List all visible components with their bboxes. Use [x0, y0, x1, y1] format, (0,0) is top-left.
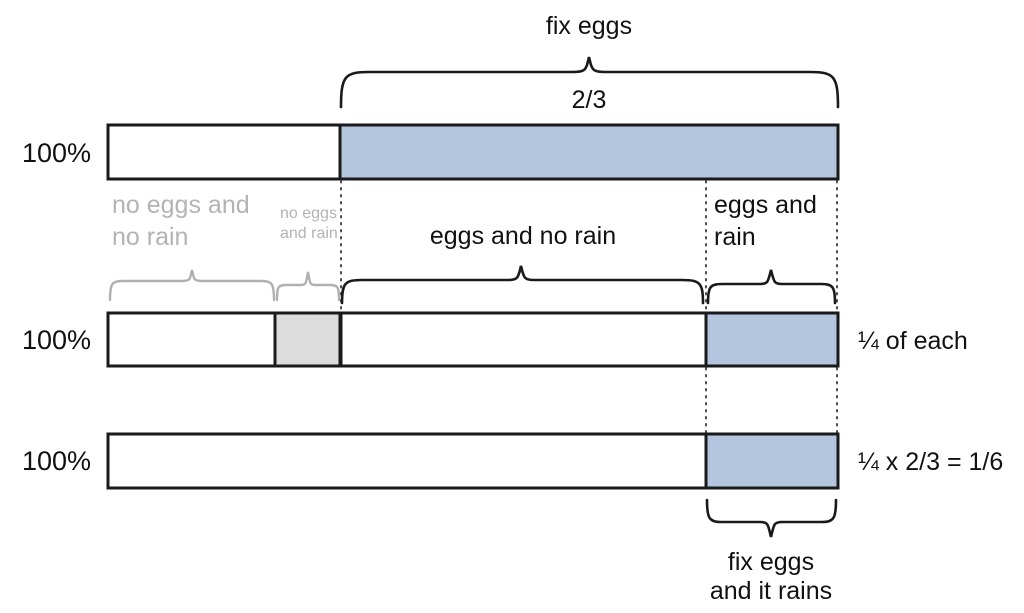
top-brace-group: fix eggs 2/3 [339, 12, 840, 114]
brace-fix-eggs-and-it-rains [705, 498, 838, 538]
brace-fix-eggs [339, 56, 840, 109]
row-1-segment-no-eggs [106, 123, 342, 181]
row-3-segment-other [106, 432, 708, 490]
label-no-eggs-and-rain-line1: no eggs [280, 205, 337, 222]
guide-lines [340, 180, 838, 434]
label-eggs-and-rain-line2: rain [714, 223, 756, 251]
brace-eggs-and-rain [706, 269, 837, 305]
row-2-segment-eggs-and-rain [704, 311, 840, 368]
row-3-right-label: ¼ x 2/3 = 1/6 [858, 448, 1003, 476]
row-2-segment-eggs-and-no-rain [338, 311, 708, 368]
row-2-right-label: ¼ of each [858, 327, 968, 355]
brace-no-eggs-no-rain [108, 269, 276, 302]
label-eggs-and-rain-line1: eggs and [714, 191, 817, 219]
row-2: 100% ¼ of each [22, 311, 968, 368]
label-bottom-line2: and it rains [710, 577, 832, 605]
row-1-axis-label: 100% [22, 138, 91, 168]
brace-no-eggs-and-rain [275, 271, 341, 302]
label-no-eggs-no-rain-line2: no rain [112, 223, 188, 251]
label-no-eggs-no-rain-line1: no eggs and [112, 191, 250, 219]
black-category-group: eggs and no rain eggs and rain [340, 191, 837, 305]
gray-category-group: no eggs and no rain no eggs and rain [108, 191, 341, 302]
row-2-segment-no-eggs-no-rain [106, 311, 277, 368]
label-fix-eggs: fix eggs [546, 12, 632, 40]
label-fraction-two-thirds: 2/3 [572, 86, 607, 114]
row-2-segment-no-eggs-and-rain [273, 311, 342, 368]
label-no-eggs-and-rain-line2: and rain [280, 225, 338, 242]
brace-eggs-and-no-rain [340, 265, 705, 305]
row-1-segment-eggs [338, 123, 840, 181]
row-3-axis-label: 100% [22, 446, 91, 476]
row-2-axis-label: 100% [22, 325, 91, 355]
row-1: 100% [22, 123, 840, 181]
label-eggs-and-no-rain: eggs and no rain [430, 222, 616, 250]
row-3-segment-fix-eggs-and-it-rains [704, 432, 840, 490]
row-3: 100% ¼ x 2/3 = 1/6 [22, 432, 1003, 490]
bottom-brace-group: fix eggs and it rains [705, 498, 838, 605]
label-bottom-line1: fix eggs [728, 548, 814, 576]
